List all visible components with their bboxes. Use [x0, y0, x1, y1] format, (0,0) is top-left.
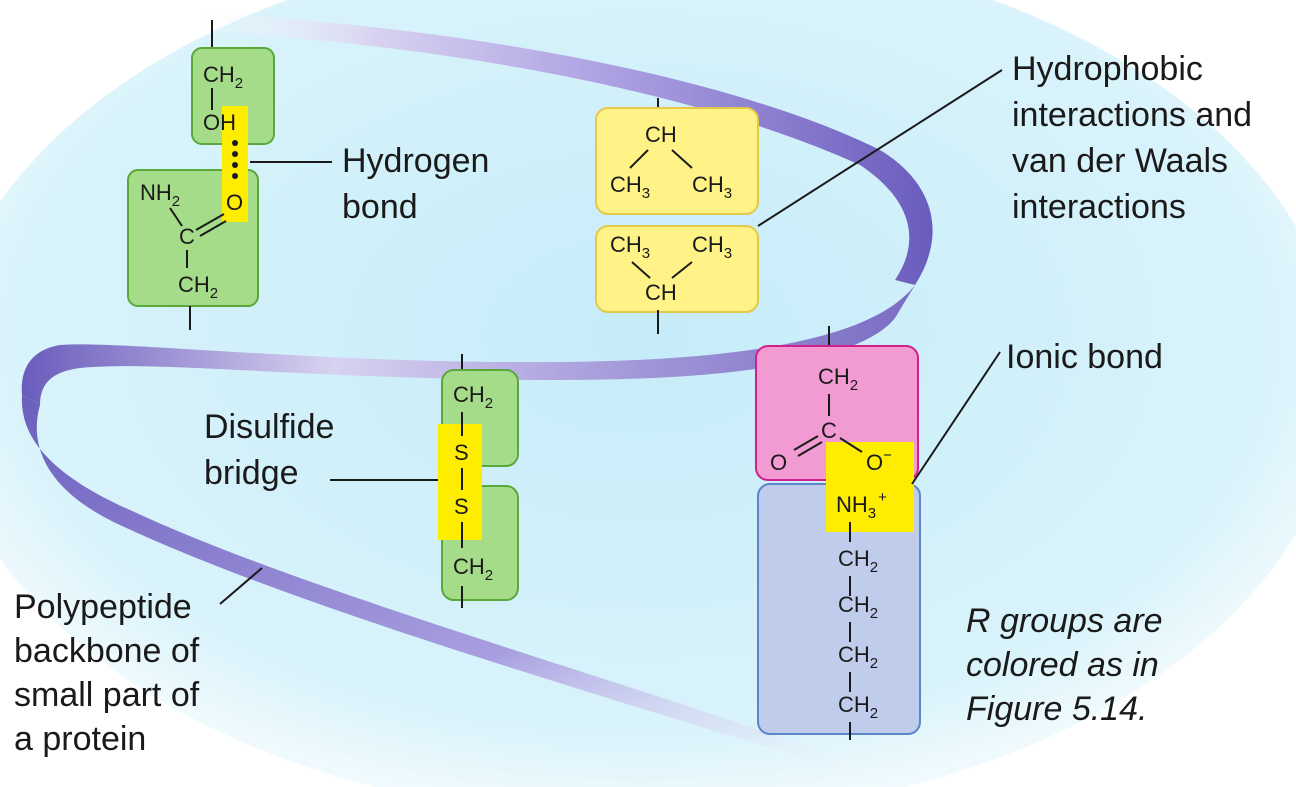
- svg-text:CH3: CH3: [610, 172, 650, 202]
- svg-text:CH3: CH3: [610, 232, 650, 262]
- valine-r-group-upper: [595, 107, 759, 215]
- hydrophobic-group: CH CH3 CH3 CH3 CH3 CH: [595, 69, 1003, 334]
- svg-text:CH2: CH2: [838, 642, 878, 672]
- svg-text:CH2: CH2: [453, 382, 493, 412]
- svg-text:CH: CH: [645, 280, 677, 305]
- hydrogen-bond-group: CH2 OH O NH2 C CH2: [127, 20, 332, 330]
- svg-text:O−: O−: [866, 447, 892, 475]
- svg-text:C: C: [821, 418, 837, 443]
- svg-text:CH3: CH3: [692, 232, 732, 262]
- svg-text:CH2: CH2: [838, 546, 878, 576]
- ionic-bond-group: CH2 C O O− NH3+ CH2 CH2 CH2 CH2: [755, 326, 1001, 740]
- svg-text:S: S: [454, 494, 469, 519]
- backbone-ribbon-top: [190, 12, 933, 285]
- svg-text:C: C: [179, 224, 195, 249]
- svg-text:O: O: [226, 190, 243, 215]
- svg-text:CH2: CH2: [838, 592, 878, 622]
- backbone-ribbon-middle: [21, 285, 915, 405]
- svg-text:CH2: CH2: [453, 554, 493, 584]
- svg-text:CH2: CH2: [838, 692, 878, 722]
- svg-text:CH: CH: [645, 122, 677, 147]
- valine-r-group-lower: [595, 225, 759, 313]
- svg-text:CH2: CH2: [818, 364, 858, 394]
- ionic-bond-label: Ionic bond: [1006, 338, 1163, 376]
- svg-text:CH2: CH2: [203, 62, 243, 92]
- svg-text:S: S: [454, 440, 469, 465]
- svg-text:NH2: NH2: [140, 180, 180, 210]
- svg-text:O: O: [770, 450, 787, 475]
- disulfide-highlight: [438, 424, 482, 540]
- svg-text:CH3: CH3: [692, 172, 732, 202]
- disulfide-group: CH2 S S CH2: [330, 354, 519, 608]
- ionic-bond-highlight: [826, 442, 914, 532]
- svg-text:OH: OH: [203, 110, 236, 135]
- svg-text:NH3+: NH3+: [836, 489, 887, 522]
- svg-text:CH2: CH2: [178, 272, 218, 302]
